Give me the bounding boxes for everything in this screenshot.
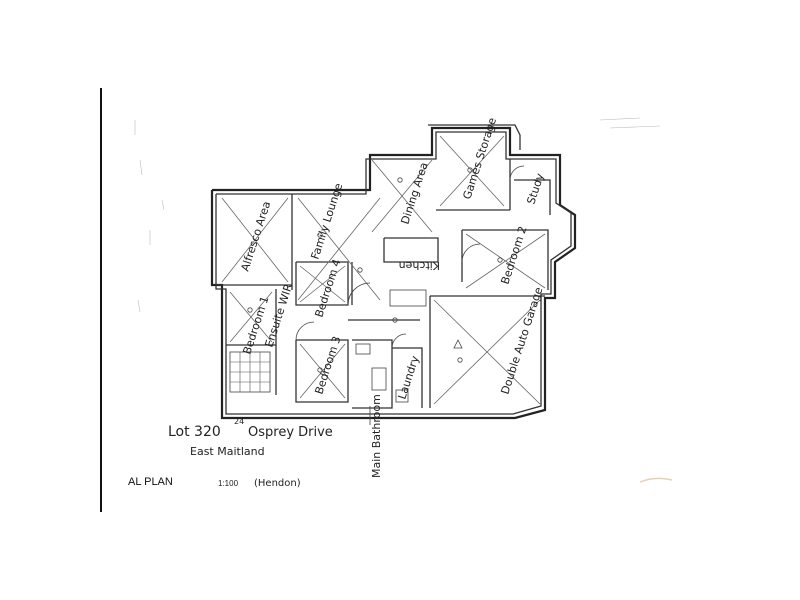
alfresco-label: Alfresco Area bbox=[238, 200, 273, 273]
street-name: Osprey Drive bbox=[248, 425, 333, 440]
scan-edge-line bbox=[100, 88, 102, 512]
plan-note: (Hendon) bbox=[254, 478, 301, 489]
bedroom2-label: Bedroom 2 bbox=[498, 225, 529, 286]
main-bathroom-label: Main Bathroom bbox=[370, 394, 383, 478]
kitchen-label: Kitchen bbox=[399, 259, 440, 272]
fixtures bbox=[247, 165, 525, 403]
ceiling-crosses bbox=[221, 135, 546, 405]
laundry-label: Laundry bbox=[395, 354, 421, 401]
lot-superscript: 24 bbox=[234, 417, 244, 426]
scan-noise bbox=[134, 117, 661, 313]
outer-walls bbox=[210, 124, 577, 420]
bedroom3-label: Bedroom 3 bbox=[312, 335, 343, 396]
lot-number: Lot 320 bbox=[168, 424, 221, 440]
garage-label: Double Auto Garage bbox=[498, 285, 545, 396]
plan-title: AL PLAN bbox=[128, 476, 173, 488]
ensuite-tiles bbox=[230, 352, 270, 392]
watermark-mark bbox=[639, 477, 673, 483]
dining-label: Dining Area bbox=[398, 161, 430, 226]
ensuite-label: Ensuite WIR bbox=[262, 282, 295, 349]
study-label: Study bbox=[524, 171, 546, 206]
interior-walls bbox=[216, 159, 551, 409]
plan-scale: 1:100 bbox=[218, 479, 239, 488]
suburb-name: East Maitland bbox=[190, 445, 265, 458]
family-label: Family Lounge bbox=[308, 181, 345, 261]
